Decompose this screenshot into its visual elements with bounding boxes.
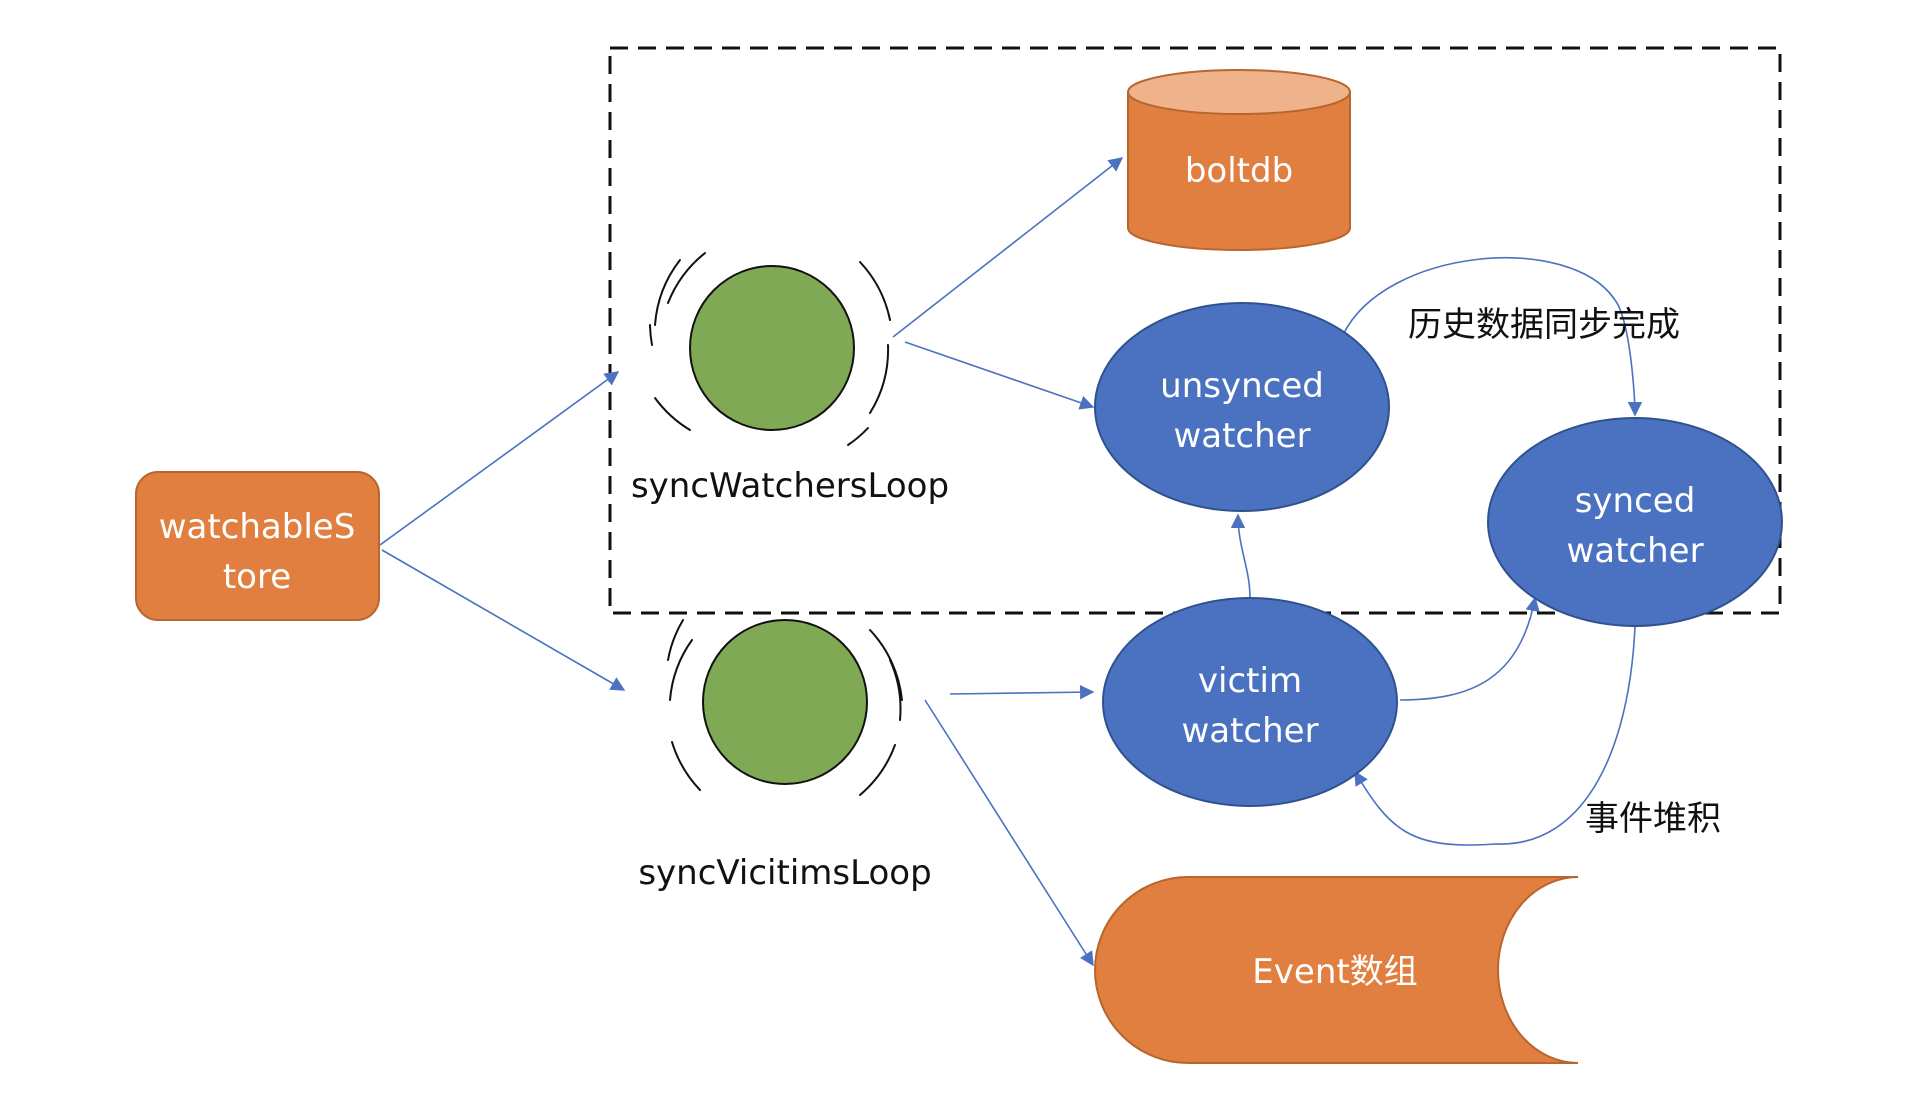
event-array-node: Event数组 bbox=[1094, 876, 1579, 1064]
victim-watcher-label-line1: victim bbox=[1198, 661, 1302, 701]
sync-watchers-loop-label: syncWatchersLoop bbox=[631, 466, 949, 506]
sync-watchers-loop-spin-arc bbox=[654, 397, 691, 431]
sync-watchers-loop-spin-arc bbox=[859, 261, 891, 321]
sync-watchers-loop-spin-arc bbox=[649, 324, 653, 346]
sync-victims-loop-label: syncVicitimsLoop bbox=[638, 853, 931, 893]
edge-watchers-loop-to-unsynced bbox=[904, 341, 1095, 410]
sync-victims-loop-spin-arc bbox=[667, 619, 684, 661]
event-backlog-label: 事件堆积 bbox=[1585, 799, 1721, 839]
boltdb-top bbox=[1127, 69, 1351, 115]
sync-victims-loop-spin-arc bbox=[669, 639, 693, 701]
synced-watcher-node: synced watcher bbox=[1487, 417, 1783, 627]
unsynced-watcher-label-line2: watcher bbox=[1173, 416, 1310, 456]
edge-synced-to-victim bbox=[1354, 625, 1636, 846]
watchable-store-label-line1: watchableS bbox=[159, 507, 356, 547]
boltdb-label: boltdb bbox=[1185, 151, 1293, 191]
synced-watcher-ellipse bbox=[1487, 417, 1783, 627]
edge-victim-to-unsynced bbox=[1230, 513, 1251, 599]
edge-store-to-watchers-loop bbox=[379, 371, 620, 546]
synced-watcher-label-line2: watcher bbox=[1566, 531, 1703, 571]
unsynced-watcher-node: unsynced watcher bbox=[1094, 302, 1390, 512]
sync-watchers-loop-node: syncWatchersLoop bbox=[631, 252, 949, 506]
edge-unsynced-to-synced bbox=[1342, 257, 1643, 417]
sync-victims-loop-spin-arc bbox=[671, 741, 701, 791]
sync-victims-loop-node: syncVicitimsLoop bbox=[638, 619, 932, 893]
victim-watcher-label-line2: watcher bbox=[1181, 711, 1318, 751]
sync-victims-loop-spin-arc bbox=[859, 744, 896, 796]
unsynced-watcher-ellipse bbox=[1094, 302, 1390, 512]
edge-victims-loop-to-victim bbox=[949, 684, 1095, 700]
edge-watchers-loop-to-boltdb bbox=[892, 157, 1124, 338]
sync-watchers-loop-spin-arc bbox=[667, 252, 706, 304]
synced-watcher-label-line1: synced bbox=[1575, 481, 1696, 521]
victim-watcher-node: victim watcher bbox=[1102, 597, 1398, 807]
edge-victim-to-synced bbox=[1399, 596, 1540, 701]
edge-store-to-victims-loop bbox=[381, 549, 626, 691]
sync-watchers-loop-circle bbox=[689, 265, 855, 431]
sync-victims-loop-circle bbox=[702, 619, 868, 785]
history-sync-done-label: 历史数据同步完成 bbox=[1408, 305, 1680, 345]
victim-watcher-ellipse bbox=[1102, 597, 1398, 807]
boltdb-body bbox=[1127, 91, 1351, 251]
unsynced-watcher-label-line1: unsynced bbox=[1160, 366, 1324, 406]
sync-watchers-loop-spin-arc bbox=[869, 344, 890, 414]
sync-watchers-loop-spin-arc bbox=[847, 427, 869, 446]
sync-victims-loop-spin-arc bbox=[869, 629, 903, 701]
watchable-store-label-line2: tore bbox=[223, 557, 291, 597]
sync-victims-loop-spin-arc bbox=[889, 659, 902, 721]
sync-watchers-loop-spin-arc bbox=[654, 259, 681, 326]
watchable-store-box bbox=[135, 471, 380, 621]
event-array-shape bbox=[1094, 876, 1579, 1064]
watchable-store-node: watchableS tore bbox=[135, 471, 380, 621]
boltdb-node: boltdb bbox=[1127, 69, 1351, 251]
event-array-label: Event数组 bbox=[1252, 952, 1417, 992]
edge-victims-loop-to-event-array bbox=[924, 699, 1094, 967]
